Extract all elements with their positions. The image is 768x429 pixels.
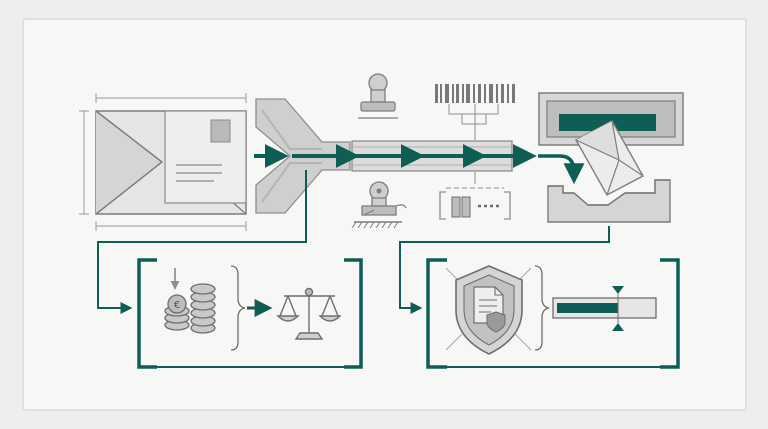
dimension-arrows: [79, 93, 247, 231]
security-bracket-box: [426, 258, 680, 369]
barcode-connector: [448, 104, 499, 140]
connector-right: [399, 226, 610, 314]
inbox-tray-icon: [547, 179, 671, 223]
finance-bracket-box: [137, 258, 363, 369]
svg-text:€: €: [174, 300, 180, 311]
progress-gauge-icon: [552, 286, 657, 331]
curly-brace-icon: [534, 265, 550, 351]
barcode-icon: [435, 84, 515, 103]
broken-stamp-icon: [351, 181, 407, 229]
dashed-label-icon: [439, 172, 511, 220]
shield-document-icon: [455, 265, 523, 355]
connector-left: [97, 170, 307, 314]
stamp-icon: [358, 73, 398, 119]
euro-coin-icon: €: [167, 294, 187, 314]
curly-brace-icon: [230, 265, 273, 351]
envelope-icon: [95, 110, 247, 215]
main-flow-arrow: [254, 144, 585, 185]
letter-icon: [575, 120, 644, 196]
balance-scale-icon: [276, 287, 342, 340]
